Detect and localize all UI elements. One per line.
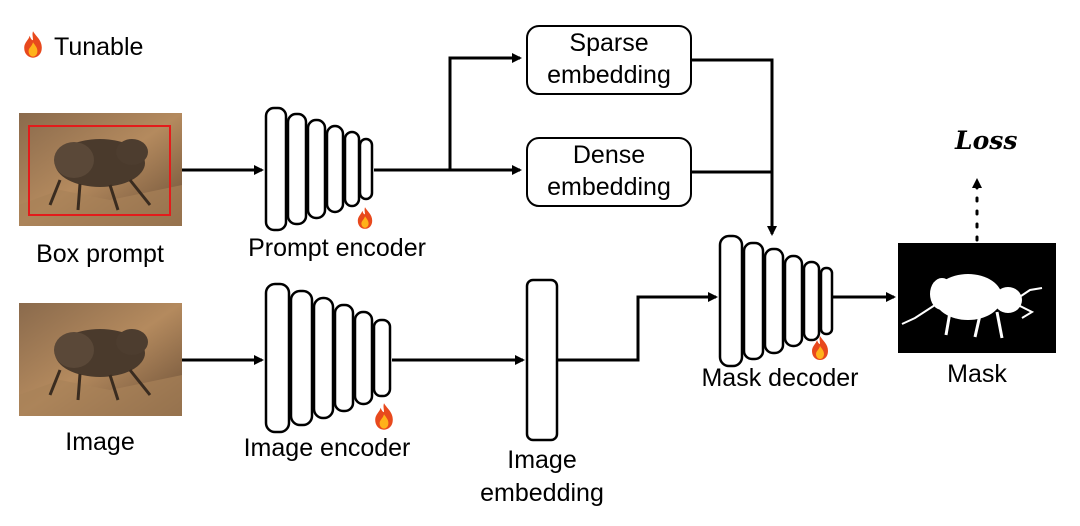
dense-embedding-box: Dense embedding: [526, 137, 692, 207]
sparse-embedding-box: Sparse embedding: [526, 25, 692, 95]
flame-icon: [24, 31, 42, 58]
prompt-encoder-label: Prompt encoder: [248, 234, 426, 262]
mask-output-image: [898, 243, 1056, 353]
image-embedding-block: [525, 278, 559, 442]
box-prompt-image: [19, 113, 182, 226]
mask-decoder-block: [718, 234, 834, 368]
mask-decoder-label: Mask decoder: [701, 364, 859, 392]
sparse-embedding-line2: embedding: [547, 61, 671, 89]
input-image: [19, 303, 182, 416]
mask-label: Mask: [947, 360, 1007, 388]
prompt-encoder-block: [264, 106, 374, 232]
dense-embedding-line2: embedding: [547, 173, 671, 201]
arrow-to-sparse-embedding: [374, 53, 522, 172]
dense-embedding-line1: Dense: [572, 141, 646, 169]
arrow-sparse-to-decoder: [692, 58, 777, 236]
arrow-embedding-to-decoder: [557, 292, 718, 362]
prompt-encoder-flame-icon: [357, 207, 373, 229]
image-encoder-block: [264, 282, 392, 434]
image-encoder-label: Image encoder: [243, 434, 411, 462]
box-prompt-label: Box prompt: [36, 240, 164, 268]
image-encoder-flame-icon: [375, 403, 393, 430]
image-label: Image: [65, 428, 135, 456]
image-embedding-label-line2: embedding: [480, 479, 604, 507]
sparse-embedding-line1: Sparse: [569, 29, 649, 57]
legend-label: Tunable: [54, 33, 144, 61]
image-embedding-label-line1: Image: [507, 446, 577, 474]
loss-label: Loss: [955, 126, 1018, 155]
